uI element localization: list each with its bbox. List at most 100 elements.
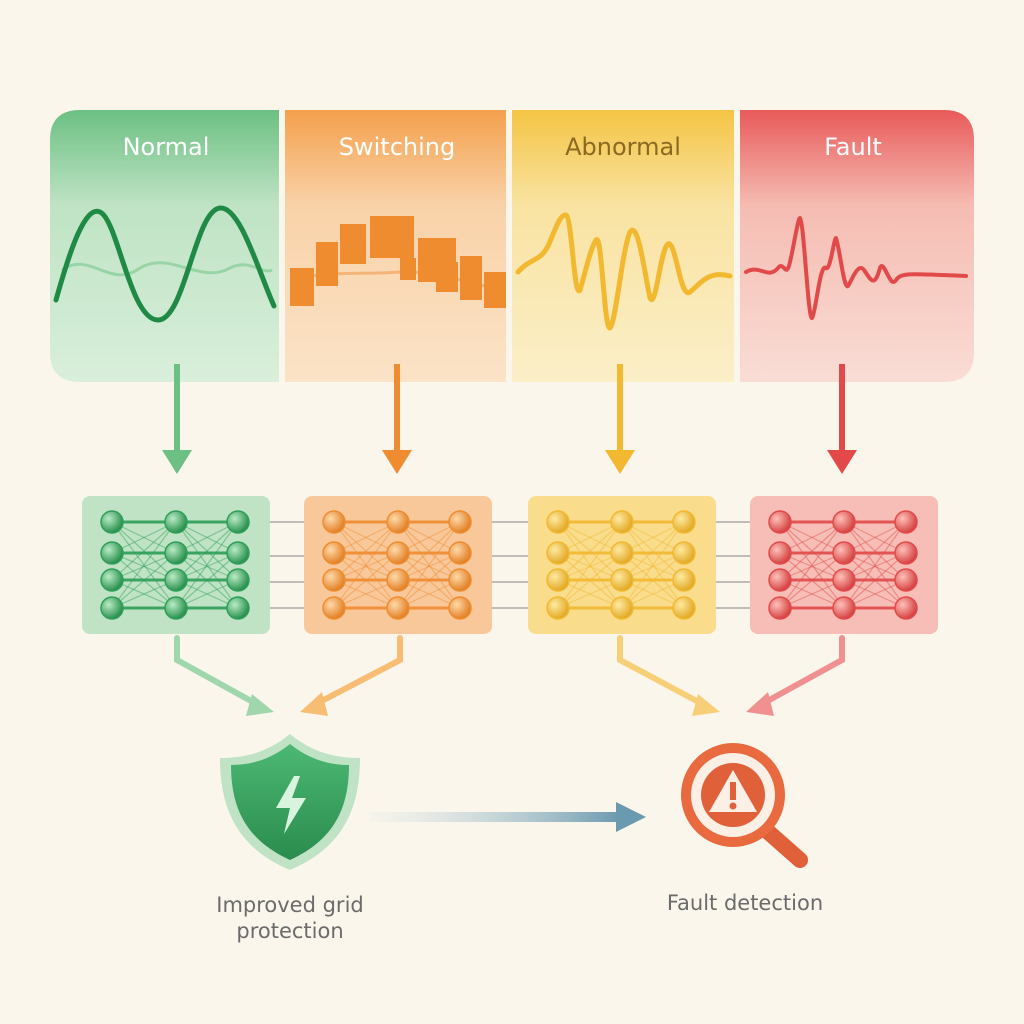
network-edge [621, 521, 685, 581]
network-node [322, 510, 346, 534]
network-node [448, 541, 472, 565]
network-node [832, 596, 856, 620]
network-node [448, 596, 472, 620]
network-node [164, 596, 188, 620]
network-edge [333, 521, 399, 609]
protection-label: Improved grid protection [216, 893, 364, 943]
arrow-abnormal-to-network [605, 364, 635, 474]
network-abnormal [546, 510, 696, 620]
network-box-abnormal [528, 496, 716, 634]
network-node [768, 596, 792, 620]
network-edge [621, 521, 685, 609]
network-node [672, 568, 696, 592]
panel-title-switching: Switching [339, 133, 455, 161]
arrow-fault-to-network [827, 364, 857, 474]
network-normal [100, 510, 250, 620]
network-node [894, 541, 918, 565]
network-edge [333, 521, 399, 581]
network-edge [333, 521, 399, 554]
waveform-switching [290, 216, 506, 308]
network-edge [557, 521, 623, 554]
network-node [894, 596, 918, 620]
network-node [322, 541, 346, 565]
network-edge [397, 521, 461, 581]
network-node [894, 510, 918, 534]
network-node [546, 541, 570, 565]
network-node [672, 541, 696, 565]
network-node [768, 568, 792, 592]
network-node [610, 541, 634, 565]
network-edge [111, 521, 177, 581]
network-edge [557, 521, 623, 609]
network-node [226, 568, 250, 592]
arrow-normal-to-network [162, 364, 192, 474]
network-node [322, 568, 346, 592]
network-node [322, 596, 346, 620]
network-node [546, 510, 570, 534]
network-node [100, 568, 124, 592]
network-connectors [270, 521, 750, 609]
merge-arrows-detection [617, 635, 845, 716]
network-node [610, 596, 634, 620]
panel-fault [740, 110, 974, 382]
network-switching [322, 510, 472, 620]
network-box-switching [304, 496, 492, 634]
network-edge [397, 521, 461, 609]
network-box-fault [750, 496, 938, 634]
network-edge [397, 521, 461, 581]
network-edge [333, 552, 399, 609]
network-edge [843, 521, 907, 581]
network-edge [779, 521, 845, 554]
network-edge [843, 552, 907, 609]
network-edge [557, 521, 623, 581]
waveform-fault [744, 216, 968, 321]
network-node [610, 568, 634, 592]
network-node [226, 541, 250, 565]
network-node [100, 541, 124, 565]
network-box-normal [82, 496, 270, 634]
network-edge [557, 521, 623, 581]
network-node [448, 510, 472, 534]
magnifier-warning-icon [681, 743, 808, 868]
network-edge [111, 521, 177, 609]
network-node [610, 510, 634, 534]
network-edge [175, 521, 239, 581]
network-fault [768, 510, 918, 620]
network-node [164, 510, 188, 534]
network-edge [621, 521, 685, 609]
network-node [768, 510, 792, 534]
network-edge [333, 521, 399, 581]
network-node [386, 596, 410, 620]
network-edge [843, 521, 907, 609]
network-edge [779, 521, 845, 581]
network-edge [175, 521, 239, 609]
network-node [100, 596, 124, 620]
network-edge [111, 521, 177, 581]
network-edge [111, 521, 177, 554]
network-edge [843, 521, 907, 581]
network-edge [175, 521, 239, 581]
network-edge [333, 521, 399, 609]
network-node [164, 541, 188, 565]
network-node [768, 541, 792, 565]
network-edge [111, 521, 177, 554]
network-node [226, 596, 250, 620]
network-edge [779, 521, 845, 581]
detection-label: Fault detection [666, 891, 824, 915]
network-edge [779, 521, 845, 609]
network-edge [175, 552, 239, 609]
network-edge [175, 521, 239, 609]
network-edge [397, 552, 461, 609]
network-edge [111, 521, 177, 609]
network-edge [843, 521, 907, 609]
panel-title-abnormal: Abnormal [565, 133, 681, 161]
network-edge [621, 521, 685, 581]
network-node [832, 510, 856, 534]
network-node [100, 510, 124, 534]
shield-lightning-icon [220, 734, 360, 870]
network-node [386, 510, 410, 534]
network-edge [333, 521, 399, 554]
network-node [448, 568, 472, 592]
waveform-normal [53, 205, 277, 323]
